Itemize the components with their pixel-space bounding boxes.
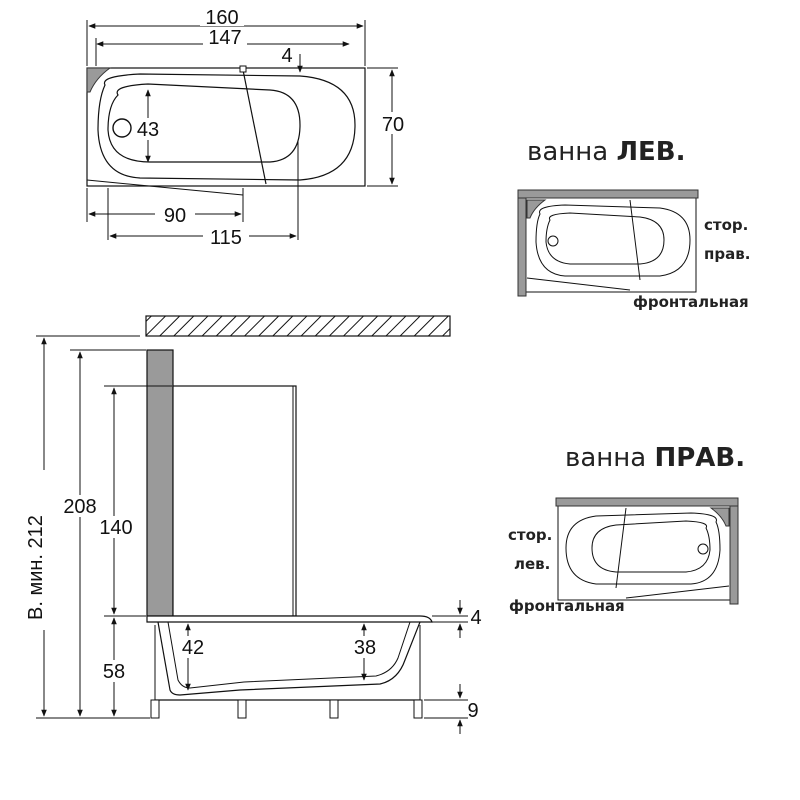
variant-right-side-1: стор. — [508, 526, 552, 544]
top-view: 160 147 4 70 43 90 115 — [86, 6, 410, 249]
variant-right: ванна ПРАВ. стор. лев. фронтальная — [508, 443, 745, 615]
corner-wedge — [86, 67, 112, 93]
dim-height-total: 208 — [63, 496, 96, 518]
leg-3 — [329, 699, 339, 719]
dim-width-total: 160 — [205, 7, 238, 29]
dim-width-inner: 147 — [208, 27, 241, 49]
bath-outline-top — [86, 67, 366, 187]
dim-foot: 9 — [467, 700, 478, 722]
drain-circle — [112, 118, 132, 138]
leg-4 — [413, 699, 423, 719]
dim-offset-b: 115 — [210, 227, 242, 249]
bath-rim — [146, 615, 433, 623]
variant-left-side-2: прав. — [704, 245, 750, 263]
dim-depth-left: 42 — [182, 637, 204, 659]
hinge-mark — [239, 65, 247, 73]
front-line — [86, 179, 244, 196]
variant-left: ванна ЛЕВ. стор. прав. фронтальная — [517, 137, 750, 311]
dim-height-screen: 140 — [99, 517, 132, 539]
variant-right-side-2: лев. — [514, 555, 550, 573]
dim-height-min: В. мин. 212 — [25, 515, 47, 620]
screen-line — [242, 69, 267, 185]
dim-depth: 70 — [382, 114, 404, 136]
dim-rim: 4 — [470, 607, 481, 629]
ceiling-hatch — [145, 315, 451, 337]
variant-left-side-1: стор. — [704, 216, 748, 234]
basin-inner — [107, 83, 301, 163]
bath-body — [157, 621, 421, 696]
dim-gap: 4 — [281, 45, 292, 67]
basin-outer — [97, 73, 356, 181]
screen-panel — [172, 385, 297, 617]
dim-offset-a: 90 — [164, 205, 186, 227]
variant-right-front: фронтальная — [509, 597, 625, 615]
variant-left-title: ванна ЛЕВ. — [527, 137, 686, 167]
dim-drain: 43 — [137, 119, 159, 141]
wall-profile — [146, 349, 174, 617]
dim-depth-right: 38 — [354, 637, 376, 659]
leg-2 — [237, 699, 247, 719]
variant-left-front: фронтальная — [633, 293, 749, 311]
variant-right-title: ванна ПРАВ. — [565, 443, 745, 473]
dim-height-bath: 58 — [103, 661, 125, 683]
leg-1 — [150, 699, 160, 719]
side-view: В. мин. 212 208 140 58 4 42 38 — [25, 315, 482, 734]
